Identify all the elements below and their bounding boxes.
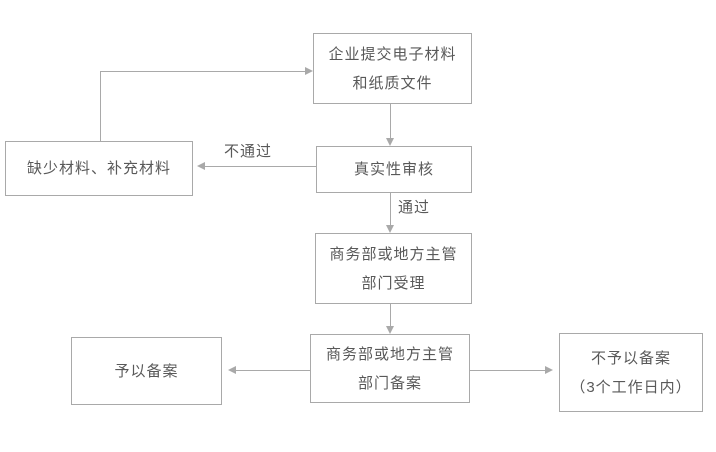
node-submit-line2: 和纸质文件 (352, 74, 433, 92)
arrow-accept-to-file-arrowhead-icon (386, 326, 394, 334)
arrow-missing-to-submit-arrowhead-icon (305, 67, 313, 75)
arrow-review-to-missing-line (205, 166, 316, 167)
arrow-submit-to-review-line (390, 104, 391, 139)
node-accept-line2: 部门受理 (361, 274, 426, 292)
node-file-line2: 部门备案 (357, 374, 422, 392)
node-reject-line1: 不予以备案 (590, 349, 671, 367)
node-review-line1: 真实性审核 (353, 161, 434, 178)
node-filing-denied: 不予以备案 （3个工作日内） (559, 333, 703, 412)
arrow-file-to-reject-arrowhead-icon (545, 366, 553, 374)
node-approve-line1: 予以备案 (114, 362, 179, 380)
node-filing-granted: 予以备案 (71, 337, 222, 405)
node-authenticity-review: 真实性审核 (316, 146, 472, 193)
edge-label-pass: 通过 (398, 199, 431, 216)
arrow-submit-to-review-arrowhead-icon (386, 138, 394, 146)
arrow-accept-to-file-line (390, 304, 391, 327)
node-submit-materials: 企业提交电子材料 和纸质文件 (313, 33, 472, 104)
edge-label-fail: 不通过 (224, 143, 273, 160)
arrow-review-to-missing-arrowhead-icon (197, 162, 205, 170)
arrow-missing-to-submit-horizontal-line (100, 71, 305, 72)
arrow-review-to-accept-line (390, 193, 391, 226)
arrow-review-to-accept-arrowhead-icon (386, 225, 394, 233)
node-reject-line2: （3个工作日内） (570, 378, 692, 396)
node-missing-materials: 缺少材料、补充材料 (5, 141, 193, 196)
arrow-missing-to-submit-vertical-line (100, 71, 101, 141)
node-department-filing: 商务部或地方主管 部门备案 (310, 334, 470, 403)
arrow-file-to-approve-arrowhead-icon (228, 366, 236, 374)
node-missing-line1: 缺少材料、补充材料 (26, 160, 171, 177)
node-department-acceptance: 商务部或地方主管 部门受理 (315, 233, 472, 304)
arrow-file-to-approve-line (236, 370, 310, 371)
node-accept-line1: 商务部或地方主管 (329, 245, 458, 263)
node-submit-line1: 企业提交电子材料 (328, 45, 457, 63)
arrow-file-to-reject-line (470, 370, 545, 371)
node-file-line1: 商务部或地方主管 (325, 345, 454, 363)
